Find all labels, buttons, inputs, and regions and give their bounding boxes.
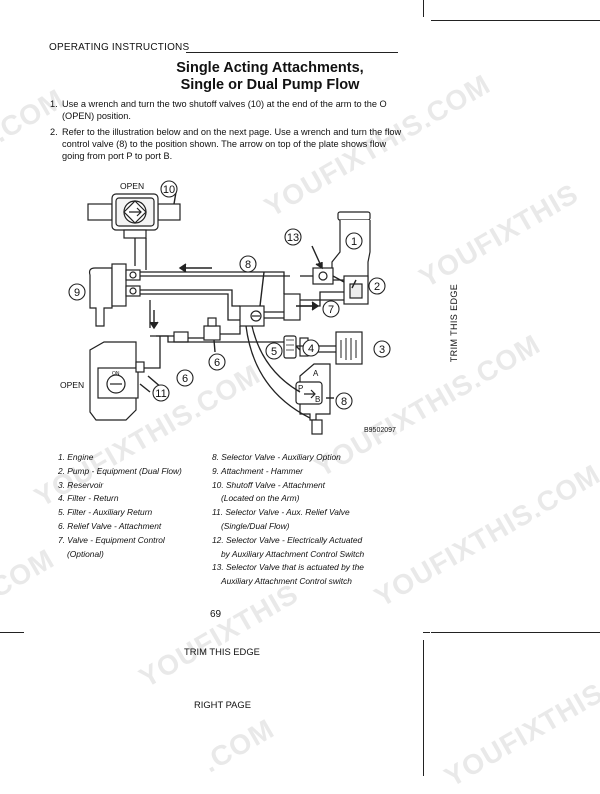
selector-valve-13	[312, 267, 334, 285]
legend-item: 6. Relief Valve - Attachment	[58, 520, 162, 531]
legend-item: 1. Engine	[58, 452, 94, 462]
page-title-line2: Single or Dual Pump Flow	[180, 77, 360, 93]
legend-item: 4. Filter - Return	[58, 493, 119, 504]
legend-item: 8. Selector Valve - Auxiliary Option	[212, 452, 341, 462]
legend-item-continued: (Located on the Arm)	[221, 493, 300, 504]
section-header: OPERATING INSTRUCTIONS	[49, 42, 190, 53]
step-text: Use a wrench and turn the two shutoff va…	[62, 99, 387, 122]
port-p-label: P	[298, 384, 303, 393]
instruction-step-1: 1. Use a wrench and turn the two shutoff…	[50, 98, 402, 122]
legend-item: 10. Shutoff Valve - Attachment	[212, 479, 325, 490]
trim-line-right-vertical	[423, 0, 424, 17]
callout-3: 3	[379, 344, 385, 356]
callout-4: 4	[308, 343, 314, 355]
reservoir	[335, 331, 363, 365]
callout-10: 10	[163, 184, 175, 196]
port-a-label: A	[313, 369, 319, 378]
legend-item-continued: Auxiliary Attachment Control switch	[221, 576, 352, 587]
legend-item: 5. Filter - Auxiliary Return	[58, 507, 153, 518]
legend-item-continued: (Optional)	[67, 548, 104, 559]
on-plate-label: ON	[112, 371, 120, 377]
legend-item: 7. Valve - Equipment Control	[58, 534, 165, 545]
open-label-top: OPEN	[120, 181, 144, 191]
page-title-line1: Single Acting Attachments,	[176, 60, 364, 76]
legend-item-continued: by Auxiliary Attachment Control Switch	[221, 548, 365, 559]
engine-pump	[331, 211, 371, 305]
legend-item: 3. Reservoir	[58, 479, 104, 490]
trim-line-top-right	[431, 20, 600, 21]
selector-valve-bottom	[295, 363, 331, 435]
legend-item: 12. Selector Valve - Electrically Actuat…	[212, 534, 363, 545]
aux-selector-valve-block	[89, 341, 145, 421]
figure-code: B9502097	[364, 427, 396, 434]
callout-2: 2	[374, 281, 380, 293]
hammer-attachment	[88, 263, 141, 327]
callout-7: 7	[328, 304, 334, 316]
trim-line-right-vertical	[423, 640, 424, 776]
step-number: 1.	[50, 99, 58, 109]
legend-left-column: 1. Engine 2. Pump - Equipment (Dual Flow…	[58, 451, 182, 561]
open-label-left: OPEN	[60, 380, 84, 390]
trim-edge-label-bottom: TRIM THIS EDGE	[184, 646, 260, 657]
instruction-step-2: 2. Refer to the illustration below and o…	[50, 126, 402, 163]
legend-item: 2. Pump - Equipment (Dual Flow)	[58, 465, 182, 476]
trim-line-bottom-right	[423, 632, 430, 633]
callout-6: 6	[214, 357, 220, 369]
relief-valve	[173, 317, 221, 343]
callout-8b: 8	[341, 396, 347, 408]
equipment-control-valve	[283, 293, 301, 321]
callout-11: 11	[155, 388, 166, 400]
hydraulic-flow-diagram: 10 1 13 8 9 2 7 5 4 3 6 6 11 8 OPEN OPEN…	[60, 180, 391, 435]
callouts	[68, 180, 391, 410]
legend-item: 11. Selector Valve - Aux. Relief Valve	[212, 507, 350, 518]
callout-13: 13	[287, 232, 299, 244]
selector-valve-center	[239, 305, 265, 327]
page-number: 69	[210, 609, 222, 620]
legend-item: 13. Selector Valve that is actuated by t…	[212, 562, 364, 573]
port-b-label: B	[315, 395, 320, 404]
trim-line-bottom-left	[0, 632, 24, 633]
step-text: Refer to the illustration below and on t…	[62, 127, 402, 162]
header-rule	[186, 52, 398, 53]
legend-item-continued: (Single/Dual Flow)	[221, 520, 290, 531]
shutoff-valve-top	[87, 193, 181, 239]
callout-6b: 6	[182, 373, 188, 385]
hydraulic-lines	[134, 238, 345, 419]
trim-line-bottom-right	[431, 632, 600, 633]
trim-edge-label-vertical: TRIM THIS EDGE	[449, 283, 459, 363]
legend-right-column: 8. Selector Valve - Auxiliary Option 9. …	[212, 451, 364, 589]
step-number: 2.	[50, 127, 58, 137]
callout-8: 8	[245, 259, 251, 271]
right-page-label: RIGHT PAGE	[194, 699, 251, 710]
callout-1: 1	[351, 236, 357, 248]
legend-item: 9. Attachment - Hammer	[212, 465, 303, 476]
callout-9: 9	[74, 287, 80, 299]
callout-5: 5	[271, 346, 277, 358]
